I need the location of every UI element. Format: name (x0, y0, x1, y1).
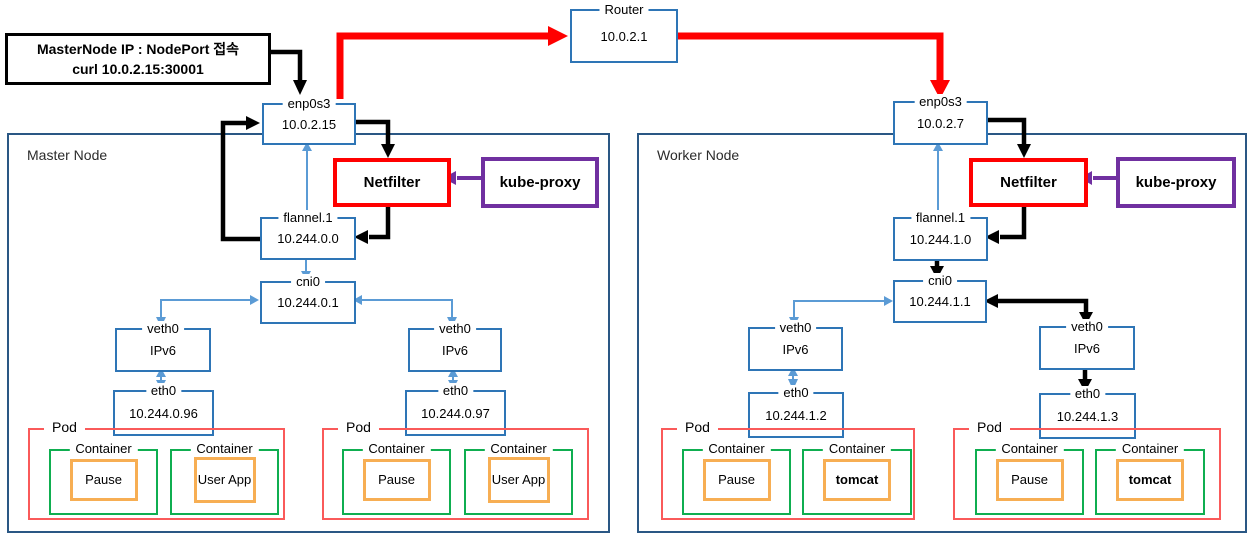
container-label: Container (822, 441, 892, 456)
arrowhead (246, 116, 260, 130)
worker-pod-left: Pod Container Pause Container tomcat (661, 419, 915, 520)
master-flannel-ip: 10.244.0.0 (277, 231, 339, 246)
worker-flannel-label: flannel.1 (910, 210, 971, 226)
worker-flannel-ip: 10.244.1.0 (909, 231, 972, 247)
worker-veth0-left-label: veth0 (774, 320, 817, 336)
worker-eth0-left-ip: 10.244.1.2 (765, 407, 827, 423)
master-kube-proxy-label: kube-proxy (499, 174, 581, 191)
worker-cni0-label: cni0 (923, 273, 957, 289)
app-box-pause: Pause (362, 459, 431, 501)
master-cni0-ip: 10.244.0.1 (277, 295, 339, 310)
worker-enp0s3-box: enp0s3 10.0.2.7 (893, 94, 988, 145)
master-eth0-left-label: eth0 (145, 383, 182, 399)
container-box: Container User App (464, 441, 573, 515)
worker-cni0-ip: 10.244.1.1 (909, 294, 971, 309)
red-arrowhead-into-router (548, 26, 568, 46)
app-box-user-app: User App (193, 457, 256, 503)
worker-pod-left-label: Pod (677, 419, 718, 435)
master-enp0s3-box: enp0s3 10.0.2.15 (262, 96, 356, 145)
router-label: Router (599, 2, 649, 18)
router-ip: 10.0.2.1 (600, 28, 648, 44)
worker-eth0-left-label: eth0 (778, 385, 814, 401)
worker-pod-right: Pod Container Pause Container tomcat (953, 419, 1221, 520)
container-box: Container Pause (975, 441, 1084, 515)
master-kube-proxy-box: kube-proxy (481, 157, 599, 208)
master-pod-right-label: Pod (338, 419, 379, 435)
arrowhead (293, 80, 307, 95)
app-box-user-app: User App (487, 457, 550, 503)
worker-enp0s3-label: enp0s3 (914, 94, 967, 110)
worker-veth0-left-ip: IPv6 (782, 341, 809, 357)
worker-pod-right-label: Pod (969, 419, 1010, 435)
master-cni0-box: cni0 10.244.0.1 (260, 274, 356, 324)
worker-veth0-left-box: veth0 IPv6 (748, 320, 843, 371)
master-veth0-right-label: veth0 (434, 321, 476, 337)
container-box: Container Pause (49, 441, 158, 515)
worker-eth0-right-box: eth0 10.244.1.3 (1039, 386, 1136, 439)
master-node-title: Master Node (27, 147, 108, 163)
container-label: Container (190, 441, 259, 456)
container-box: Container tomcat (1095, 441, 1205, 515)
master-netfilter-box: Netfilter (333, 158, 451, 207)
container-label: Container (702, 441, 771, 456)
worker-veth0-right-label: veth0 (1066, 319, 1108, 335)
legend-line-1: MasterNode IP : NodePort 접속 (36, 40, 240, 57)
app-box-pause: Pause (702, 459, 771, 501)
worker-flannel-box: flannel.1 10.244.1.0 (893, 210, 988, 261)
worker-veth0-right-ip: IPv6 (1073, 340, 1100, 356)
master-enp0s3-ip: 10.0.2.15 (281, 116, 337, 132)
app-box-tomcat: tomcat (1116, 459, 1184, 501)
worker-netfilter-label: Netfilter (1000, 174, 1057, 191)
master-veth0-left-label: veth0 (142, 321, 184, 337)
master-veth0-right-ip: IPv6 (441, 342, 468, 358)
worker-netfilter-box: Netfilter (969, 158, 1088, 207)
container-box: Container User App (170, 441, 279, 515)
master-veth0-left-ip: IPv6 (149, 342, 176, 358)
legend-line-2: curl 10.0.2.15:30001 (72, 61, 204, 77)
master-cni0-label: cni0 (291, 274, 325, 290)
container-box: Container Pause (342, 441, 451, 515)
red-arrow-enp0s3-to-router (336, 32, 549, 99)
nodeport-access-legend: MasterNode IP : NodePort 접속 curl 10.0.2.… (5, 33, 271, 85)
master-eth0-left-ip: 10.244.0.96 (129, 405, 198, 421)
red-arrow-router-to-worker-enp0s3 (675, 32, 944, 81)
worker-cni0-box: cni0 10.244.1.1 (893, 273, 987, 323)
worker-veth0-right-box: veth0 IPv6 (1039, 319, 1135, 370)
master-pod-left-label: Pod (44, 419, 85, 435)
master-pod-left: Pod Container Pause Container User App (28, 419, 285, 520)
worker-kube-proxy-box: kube-proxy (1116, 157, 1236, 208)
container-box: Container tomcat (802, 441, 912, 515)
master-flannel-label: flannel.1 (278, 210, 338, 226)
worker-eth0-left-box: eth0 10.244.1.2 (748, 385, 844, 438)
arrow-legend-to-master-enp0s3 (267, 49, 303, 81)
worker-enp0s3-ip: 10.0.2.7 (917, 115, 964, 131)
master-eth0-right-ip: 10.244.0.97 (421, 405, 490, 421)
master-flannel-box: flannel.1 10.244.0.0 (260, 210, 356, 260)
worker-node-title: Worker Node (657, 147, 740, 163)
master-eth0-right-label: eth0 (437, 383, 474, 399)
router-box: Router 10.0.2.1 (570, 2, 678, 63)
app-box-pause: Pause (69, 459, 138, 501)
container-label: Container (484, 441, 553, 456)
master-pod-right: Pod Container Pause Container User App (322, 419, 589, 520)
master-enp0s3-label: enp0s3 (282, 96, 336, 112)
master-netfilter-label: Netfilter (363, 174, 421, 191)
container-label: Container (1115, 441, 1185, 456)
container-label: Container (995, 441, 1064, 456)
worker-eth0-right-ip: 10.244.1.3 (1056, 408, 1119, 424)
container-label: Container (69, 441, 138, 456)
master-veth0-right-box: veth0 IPv6 (408, 321, 502, 372)
container-label: Container (362, 441, 431, 456)
app-box-tomcat: tomcat (823, 459, 891, 501)
worker-eth0-right-label: eth0 (1069, 386, 1106, 402)
app-box-pause: Pause (995, 459, 1064, 501)
master-veth0-left-box: veth0 IPv6 (115, 321, 211, 372)
worker-kube-proxy-label: kube-proxy (1135, 174, 1217, 191)
container-box: Container Pause (682, 441, 791, 515)
